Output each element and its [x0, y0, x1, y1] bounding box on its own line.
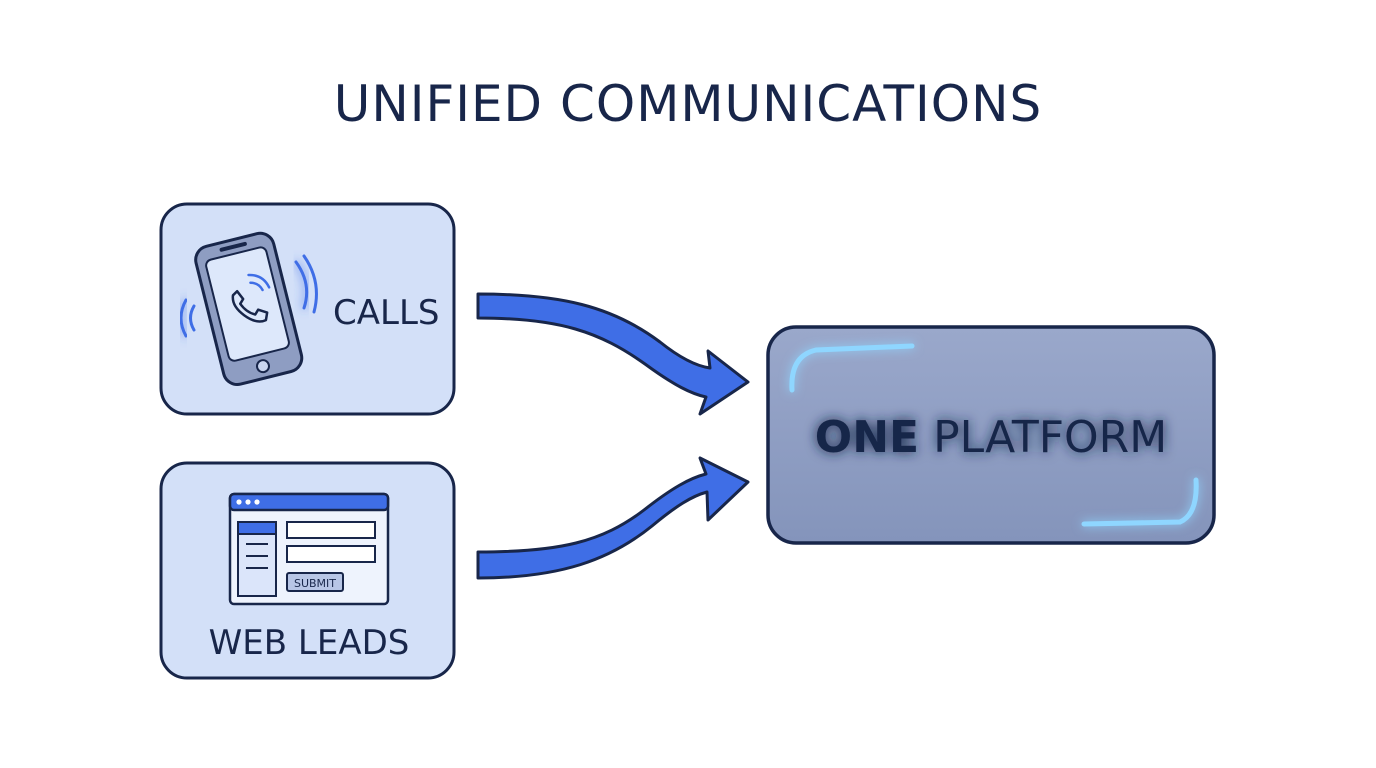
- smartphone-call-icon: [179, 231, 318, 387]
- calls-label: CALLS: [333, 293, 439, 333]
- one-platform-label-rest: PLATFORM: [933, 412, 1167, 463]
- calls-to-platform-arrow: [476, 292, 750, 416]
- diagram-title: UNIFIED COMMUNICATIONS: [333, 75, 1043, 133]
- web-form-icon: SUBMIT: [228, 492, 390, 606]
- one-platform-label: ONE PLATFORM: [815, 412, 1167, 463]
- web-leads-card: SUBMIT WEB LEADS: [159, 461, 456, 680]
- calls-card: CALLS: [159, 202, 456, 416]
- web-leads-to-platform-arrow: [476, 456, 750, 580]
- web-leads-label: WEB LEADS: [209, 623, 410, 663]
- submit-button-label: SUBMIT: [294, 577, 336, 590]
- one-platform-box: ONE PLATFORM: [766, 325, 1216, 545]
- one-platform-label-bold: ONE: [815, 412, 919, 463]
